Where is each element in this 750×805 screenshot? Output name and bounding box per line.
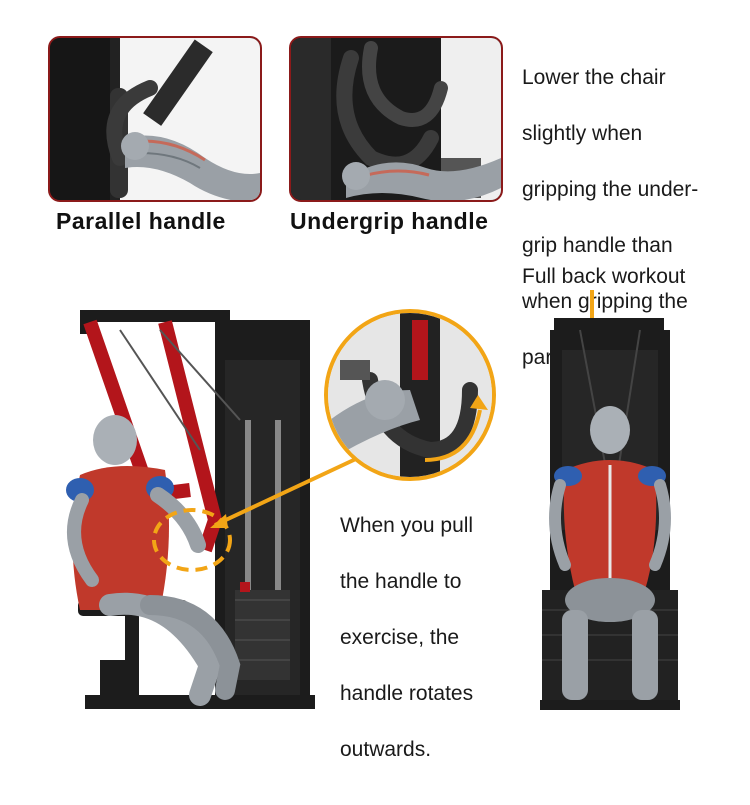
back-view-illustration <box>540 290 680 710</box>
rotation-note-line-1: When you pull <box>340 514 474 537</box>
chair-note-line-2: slightly when <box>522 122 643 145</box>
rotation-note-line-5: outwards. <box>340 738 432 761</box>
rotation-note-line-4: handle rotates <box>340 682 474 705</box>
full-back-workout-label: Full back workout <box>522 265 686 288</box>
chair-note-line-3: gripping the under- <box>522 178 699 201</box>
rotation-note-line-2: the handle to <box>340 570 462 593</box>
chair-note-line-5: when gripping the <box>522 290 688 313</box>
chair-height-note: Lower the chair slightly when gripping t… <box>522 36 742 400</box>
back-view-machine <box>540 290 700 722</box>
parallel-handle-panel <box>48 36 262 202</box>
rotation-note-line-3: exercise, the <box>340 626 460 649</box>
undergrip-handle-illustration <box>291 38 501 200</box>
chair-note-line-4: grip handle than <box>522 234 673 257</box>
side-view-machine <box>40 300 500 725</box>
parallel-handle-caption: Parallel handle <box>56 208 226 234</box>
machine-illustration <box>66 309 496 709</box>
undergrip-handle-caption: Undergrip handle <box>290 208 489 234</box>
undergrip-handle-panel <box>289 36 503 202</box>
parallel-handle-illustration <box>50 38 260 200</box>
rotation-arrow-icon <box>424 409 482 462</box>
chair-note-line-1: Lower the chair <box>522 66 666 89</box>
rotation-note: When you pull the handle to exercise, th… <box>340 484 520 792</box>
